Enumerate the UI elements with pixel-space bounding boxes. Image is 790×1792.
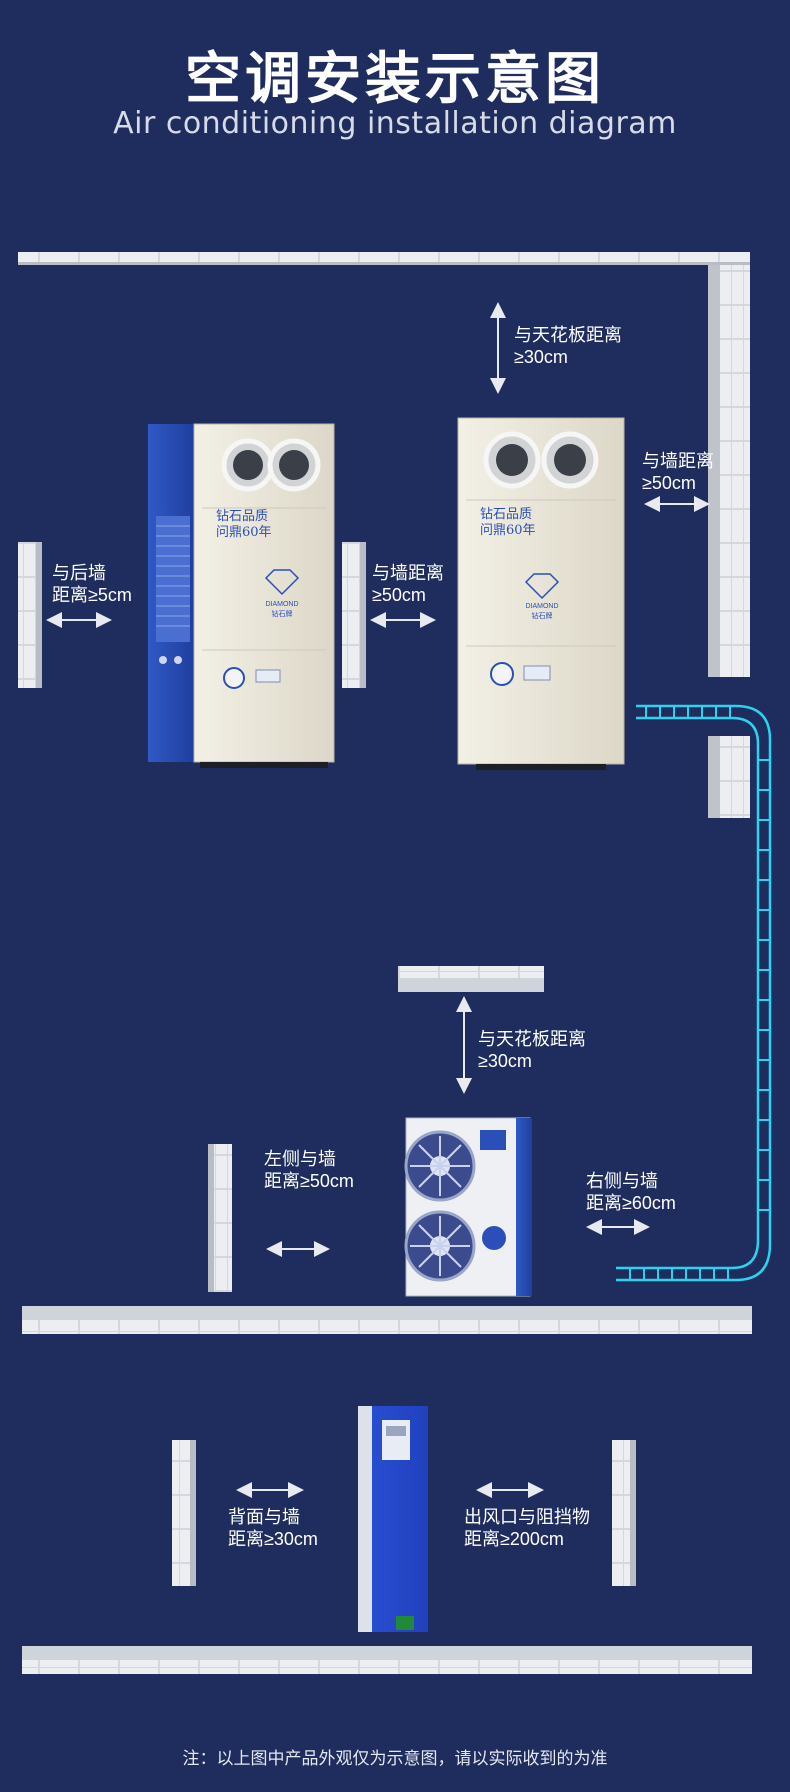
label-outdoor-right-line2: 距离≥60cm [586, 1193, 676, 1213]
label-back-wall-line2: 距离≥5cm [52, 585, 132, 605]
refrigerant-pipe-ties [629, 706, 770, 1280]
label-bottom-outlet-line2: 距离≥200cm [464, 1529, 564, 1549]
refrigerant-pipe [616, 704, 772, 1282]
label-middle-wall: 与墙距离 ≥50cm [372, 562, 444, 606]
label-outdoor-left-line1: 左侧与墙 [264, 1149, 336, 1169]
label-outdoor-ceiling-line2: ≥30cm [478, 1051, 532, 1071]
outdoor-unit [404, 1117, 532, 1297]
unit-slogan-1: 钻石品质 [216, 509, 268, 524]
unit-slogan-2: 问鼎60年 [480, 523, 536, 538]
label-bottom-back-line2: 距离≥30cm [228, 1529, 318, 1549]
tall-blue-unit [358, 1406, 428, 1632]
label-bottom-back: 背面与墙 距离≥30cm [228, 1506, 318, 1550]
label-middle-wall-line2: ≥50cm [372, 585, 426, 605]
label-outdoor-left-line2: 距离≥50cm [264, 1171, 354, 1191]
unit-brand-cn: 钻石牌 [272, 609, 293, 618]
outdoor-ceiling-wall [398, 966, 544, 992]
label-bottom-back-line1: 背面与墙 [228, 1507, 300, 1527]
page-subtitle: Air conditioning installation diagram [113, 106, 677, 141]
label-right-wall: 与墙距离 ≥50cm [642, 450, 714, 494]
back-wall-left [18, 542, 42, 688]
bottom-left-wall [172, 1440, 196, 1586]
ceiling-wall-top [18, 252, 750, 265]
unit-brand-en: DIAMOND [265, 601, 298, 608]
right-wall-lower [708, 736, 750, 818]
label-bottom-outlet: 出风口与阻挡物 距离≥200cm [464, 1506, 590, 1550]
middle-wall [342, 542, 366, 688]
label-back-wall-line1: 与后墙 [52, 563, 106, 583]
indoor-unit-left: 钻石品质 问鼎60年 DIAMOND 钻石牌 [148, 423, 335, 768]
label-outdoor-left: 左侧与墙 距离≥50cm [264, 1148, 354, 1192]
outdoor-left-wall [208, 1144, 232, 1292]
diamond-logo-icon [264, 569, 300, 596]
bottom-floor [22, 1646, 752, 1674]
label-ceiling-top-line2: ≥30cm [514, 347, 568, 367]
label-right-wall-line2: ≥50cm [642, 473, 696, 493]
footer-note: 注：以上图中产品外观仅为示意图，请以实际收到的为准 [182, 1749, 608, 1768]
label-bottom-outlet-line1: 出风口与阻挡物 [464, 1507, 590, 1527]
page-title: 空调安装示意图 [185, 47, 605, 110]
label-right-wall-line1: 与墙距离 [642, 451, 714, 471]
label-outdoor-right-line1: 右侧与墙 [586, 1171, 658, 1191]
label-ceiling-top-line1: 与天花板距离 [514, 325, 622, 345]
label-ceiling-top: 与天花板距离 ≥30cm [514, 324, 622, 368]
label-outdoor-right: 右侧与墙 距离≥60cm [586, 1170, 676, 1214]
label-middle-wall-line1: 与墙距离 [372, 563, 444, 583]
unit-slogan-1: 钻石品质 [480, 507, 532, 522]
diamond-logo-icon [524, 573, 560, 600]
label-back-wall: 与后墙 距离≥5cm [52, 562, 132, 606]
outdoor-floor [22, 1306, 752, 1334]
right-wall-upper [708, 265, 750, 677]
label-outdoor-ceiling-line1: 与天花板距离 [478, 1029, 586, 1049]
label-outdoor-ceiling: 与天花板距离 ≥30cm [478, 1028, 586, 1072]
unit-slogan-2: 问鼎60年 [216, 525, 272, 540]
indoor-unit-right: 钻石品质 问鼎60年 DIAMOND 钻石牌 [457, 417, 625, 770]
bottom-right-wall [612, 1440, 636, 1586]
unit-brand-cn: 钻石牌 [532, 611, 553, 620]
unit-brand-en: DIAMOND [525, 603, 558, 610]
